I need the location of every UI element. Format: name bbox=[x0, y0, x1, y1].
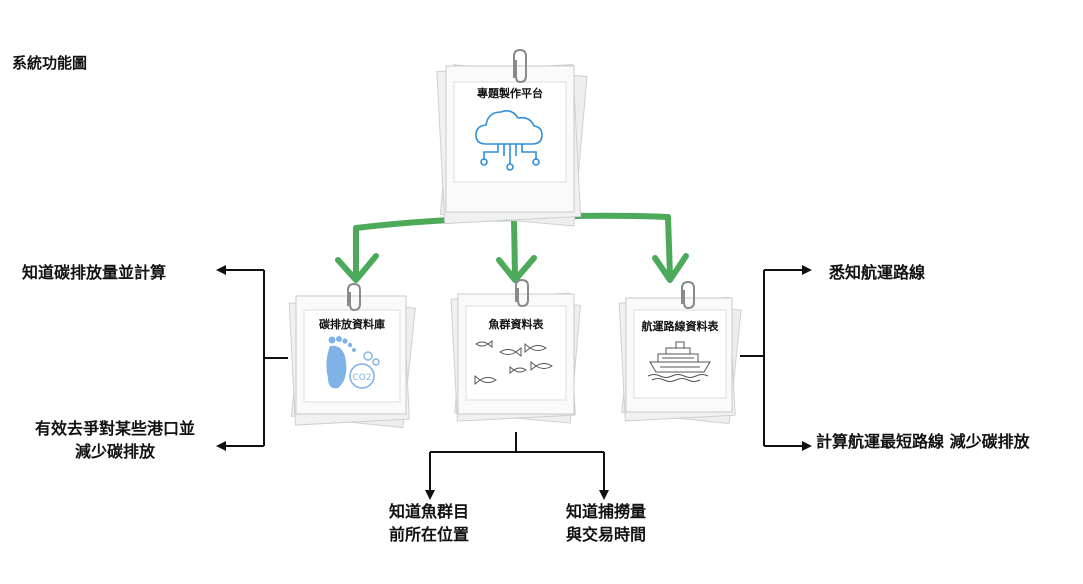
fish-school-icon bbox=[474, 340, 553, 386]
root-card[interactable]: 專題製作平台 bbox=[436, 48, 588, 227]
chevron-route-icon bbox=[652, 253, 689, 283]
paperclip-icon bbox=[515, 278, 529, 308]
card-route[interactable]: 航運路線資料表 bbox=[618, 280, 742, 425]
card-carbon-title: 碳排放資料庫 bbox=[319, 317, 385, 331]
root-card-title: 專題製作平台 bbox=[477, 86, 543, 100]
outcome-route-shortest: 計算航運最短路線 減少碳排放 bbox=[816, 432, 1030, 451]
connector-to-fish bbox=[511, 215, 518, 279]
footprint-co2-icon: CO2 bbox=[326, 336, 380, 389]
outcome-carbon-calc: 知道碳排放量並計算 bbox=[22, 263, 167, 282]
bracket-carbon bbox=[216, 265, 288, 451]
bracket-fish bbox=[425, 432, 609, 500]
paperclip-icon bbox=[681, 280, 695, 310]
chevron-carbon-icon bbox=[335, 253, 379, 283]
cruise-ship-icon bbox=[647, 341, 711, 382]
page-title: 系統功能圖 bbox=[12, 54, 88, 72]
paperclip-icon bbox=[513, 48, 527, 84]
chevron-fish-icon bbox=[496, 255, 537, 283]
bracket-route bbox=[740, 265, 812, 451]
connector-to-route bbox=[665, 214, 673, 279]
outcome-fish-catch: 知道捕撈量 與交易時間 bbox=[565, 502, 646, 544]
cloud-network-icon bbox=[475, 110, 543, 171]
outcome-carbon-reduce: 有效去爭對某些港口並 減少碳排放 bbox=[34, 419, 195, 461]
paperclip-icon bbox=[347, 282, 361, 312]
svg-text:CO2: CO2 bbox=[352, 373, 371, 383]
outcome-fish-location: 知道魚群目 前所在位置 bbox=[388, 502, 469, 544]
outcome-route-know: 悉知航運路線 bbox=[829, 263, 926, 282]
card-fish-title: 魚群資料表 bbox=[489, 317, 545, 331]
card-fish[interactable]: 魚群資料表 bbox=[450, 278, 582, 424]
card-route-title: 航運路線資料表 bbox=[642, 319, 720, 333]
card-carbon[interactable]: 碳排放資料庫 CO2 bbox=[288, 282, 416, 429]
